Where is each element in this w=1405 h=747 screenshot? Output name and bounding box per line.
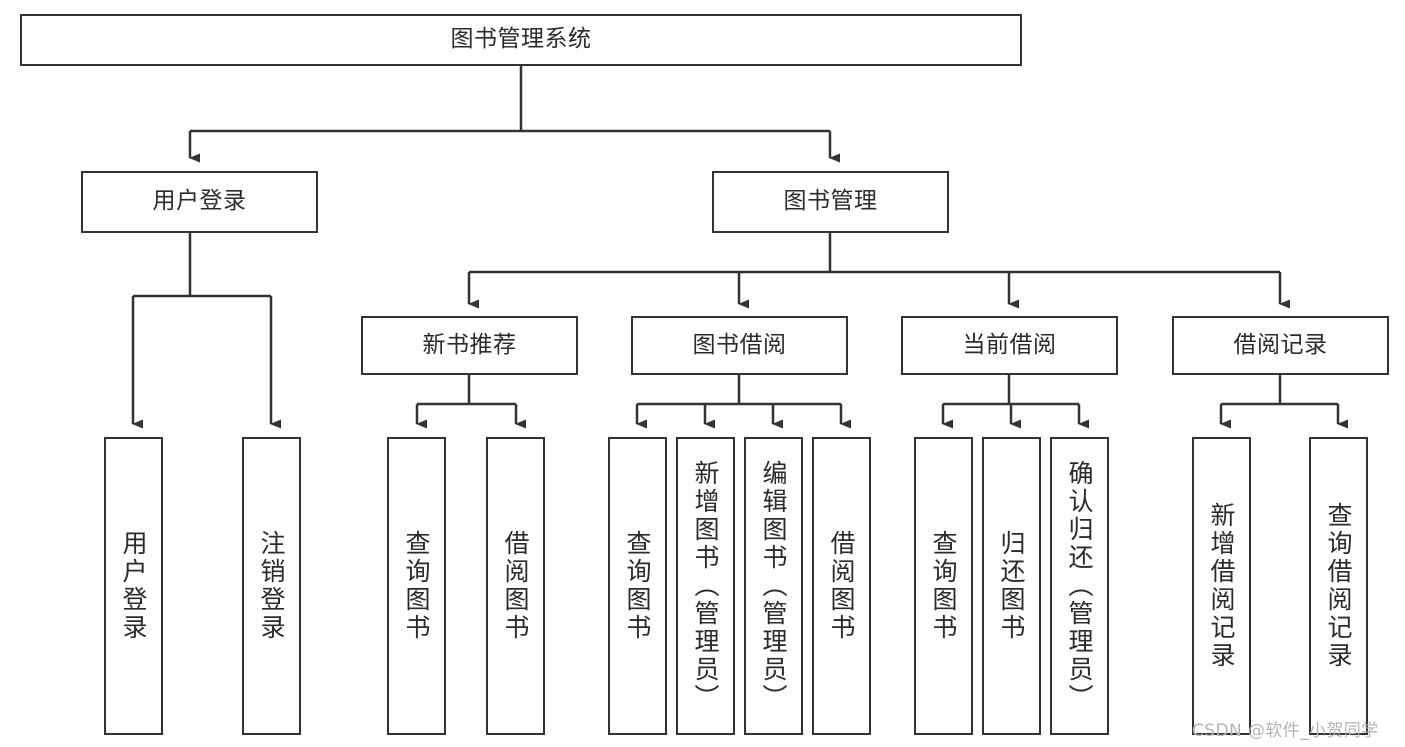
- node-book-borrow[interactable]: 图书借阅: [631, 316, 848, 375]
- leaf-borrow-record-add-record[interactable]: 新增借阅记录: [1192, 437, 1251, 735]
- node-label: 注销登录: [257, 530, 286, 642]
- leaf-book-borrow-query-book[interactable]: 查询图书: [608, 437, 667, 735]
- node-borrow-record[interactable]: 借阅记录: [1172, 316, 1389, 375]
- node-label: 查询图书: [623, 530, 652, 642]
- node-label: 借阅记录: [1233, 331, 1328, 358]
- node-label: 归还图书: [997, 530, 1026, 642]
- node-user-login[interactable]: 用户登录: [81, 171, 318, 233]
- node-label: 查询图书: [929, 530, 958, 642]
- node-new-book-recommend[interactable]: 新书推荐: [361, 316, 578, 375]
- csdn-watermark: CSDN @软件_小贺同学: [1192, 721, 1379, 741]
- node-label: 图书管理系统: [450, 26, 592, 53]
- node-label: 图书借阅: [692, 331, 787, 358]
- leaf-current-borrow-confirm-return-admin[interactable]: 确认归还（管理员）: [1050, 437, 1109, 735]
- node-label: 确认归还（管理员）: [1065, 460, 1094, 712]
- node-current-borrow[interactable]: 当前借阅: [901, 316, 1118, 375]
- leaf-user-login[interactable]: 用户登录: [104, 437, 163, 735]
- node-label: 用户登录: [152, 188, 247, 215]
- node-label: 新增借阅记录: [1207, 502, 1236, 670]
- node-label: 当前借阅: [962, 331, 1057, 358]
- leaf-book-borrow-edit-book-admin[interactable]: 编辑图书（管理员）: [744, 437, 803, 735]
- node-label: 编辑图书（管理员）: [759, 460, 788, 712]
- node-label: 借阅图书: [501, 530, 530, 642]
- leaf-book-borrow-borrow-book[interactable]: 借阅图书: [812, 437, 871, 735]
- node-label: 查询图书: [402, 530, 431, 642]
- node-label: 用户登录: [119, 530, 148, 642]
- leaf-current-borrow-return-book[interactable]: 归还图书: [982, 437, 1041, 735]
- node-book-management-system[interactable]: 图书管理系统: [20, 14, 1022, 66]
- node-label: 借阅图书: [827, 530, 856, 642]
- node-label: 新增图书（管理员）: [691, 460, 720, 712]
- leaf-book-borrow-add-book-admin[interactable]: 新增图书（管理员）: [676, 437, 735, 735]
- leaf-new-book-query-book[interactable]: 查询图书: [387, 437, 446, 735]
- leaf-new-book-borrow-book[interactable]: 借阅图书: [486, 437, 545, 735]
- node-book-management[interactable]: 图书管理: [712, 171, 949, 233]
- leaf-borrow-record-query-record[interactable]: 查询借阅记录: [1309, 437, 1368, 735]
- node-label: 图书管理: [783, 188, 878, 215]
- node-label: 查询借阅记录: [1324, 502, 1353, 670]
- leaf-current-borrow-query-book[interactable]: 查询图书: [914, 437, 973, 735]
- leaf-logout[interactable]: 注销登录: [242, 437, 301, 735]
- node-label: 新书推荐: [422, 331, 517, 358]
